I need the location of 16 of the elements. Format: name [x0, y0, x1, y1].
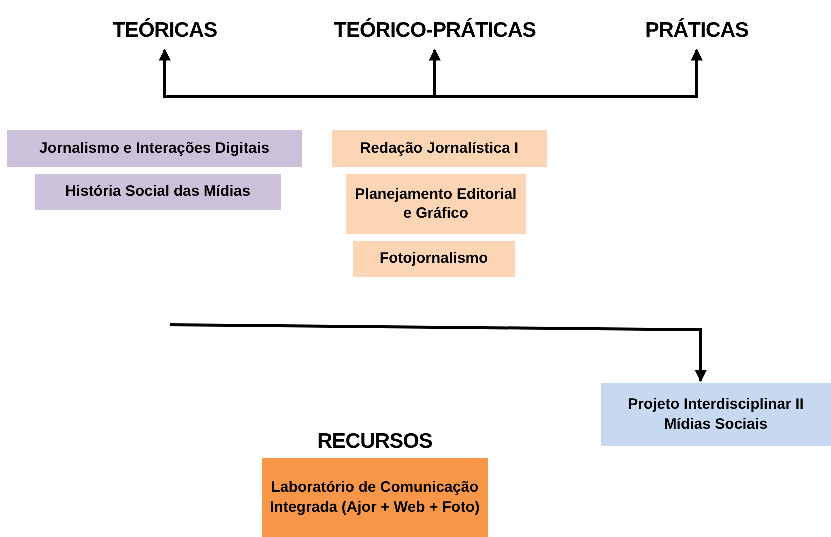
course-box: Redação Jornalística I: [332, 130, 547, 167]
course-box: História Social das Mídias: [35, 174, 281, 210]
course-box: Jornalismo e Interações Digitais: [7, 130, 302, 167]
category-heading: PRÁTICAS: [627, 14, 767, 48]
arrow: [170, 324, 707, 382]
arrow: [429, 48, 441, 97]
course-box: Fotojornalismo: [353, 241, 515, 277]
arrow: [159, 48, 171, 97]
section-heading: RECURSOS: [317, 429, 433, 455]
project-box: Projeto Interdisciplinar II Mídias Sociais: [601, 383, 831, 446]
category-heading: TEÓRICO-PRÁTICAS: [320, 14, 550, 48]
resource-box: Laboratório de Comunicação Integrada (Ajor + Web + Foto): [262, 458, 488, 537]
arrow: [691, 48, 703, 97]
course-box: Planejamento Editorial e Gráfico: [346, 174, 526, 234]
category-heading: TEÓRICAS: [95, 14, 235, 48]
bracket-line: [164, 96, 698, 98]
